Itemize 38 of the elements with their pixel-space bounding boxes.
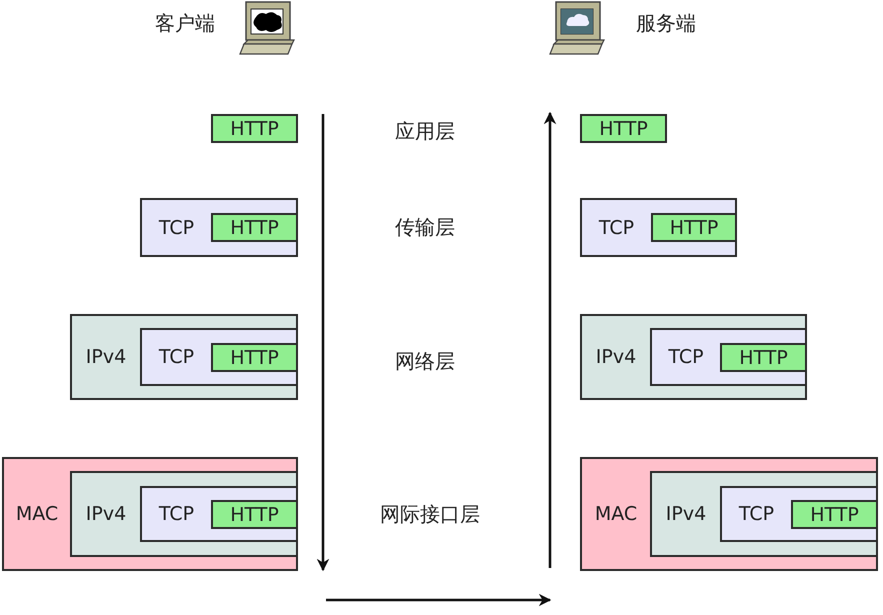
protocol-label: TCP <box>598 216 636 240</box>
protocol-label: MAC <box>14 502 60 527</box>
protocol-label: TCP <box>738 502 776 527</box>
protocol-box <box>2 457 298 571</box>
protocol-box <box>70 314 298 400</box>
protocol-label: IPv4 <box>594 345 638 370</box>
protocol-box <box>650 328 805 386</box>
protocol-label: IPv4 <box>664 502 708 527</box>
layer-label: 应用层 <box>395 118 455 145</box>
layer-label: 传输层 <box>395 214 455 241</box>
protocol-box: HTTP <box>651 213 735 242</box>
protocol-label: TCP <box>158 345 196 370</box>
protocol-box: HTTP <box>791 500 876 529</box>
protocol-box: HTTP <box>720 343 805 372</box>
protocol-box <box>140 198 298 257</box>
protocol-label: TCP <box>667 345 705 370</box>
protocol-box <box>720 486 876 542</box>
protocol-label: MAC <box>594 502 638 527</box>
protocol-label: TCP <box>158 502 196 527</box>
protocol-box: HTTP <box>211 213 296 242</box>
protocol-box <box>140 486 296 542</box>
protocol-box <box>140 328 296 386</box>
protocol-box <box>580 314 807 400</box>
protocol-label: IPv4 <box>84 502 128 527</box>
server-label: 服务端 <box>636 10 696 37</box>
protocol-label: IPv4 <box>84 345 128 370</box>
protocol-box: HTTP <box>211 114 298 143</box>
client-label: 客户端 <box>155 10 215 37</box>
protocol-box: HTTP <box>580 114 667 143</box>
layer-label: 网络层 <box>395 348 455 375</box>
layer-label: 网际接口层 <box>380 501 480 528</box>
protocol-label: TCP <box>158 216 196 240</box>
protocol-box <box>650 471 876 557</box>
protocol-box: HTTP <box>211 343 296 372</box>
protocol-box: HTTP <box>211 500 296 529</box>
protocol-box <box>70 471 296 557</box>
protocol-box <box>580 457 878 571</box>
protocol-box <box>580 198 737 257</box>
